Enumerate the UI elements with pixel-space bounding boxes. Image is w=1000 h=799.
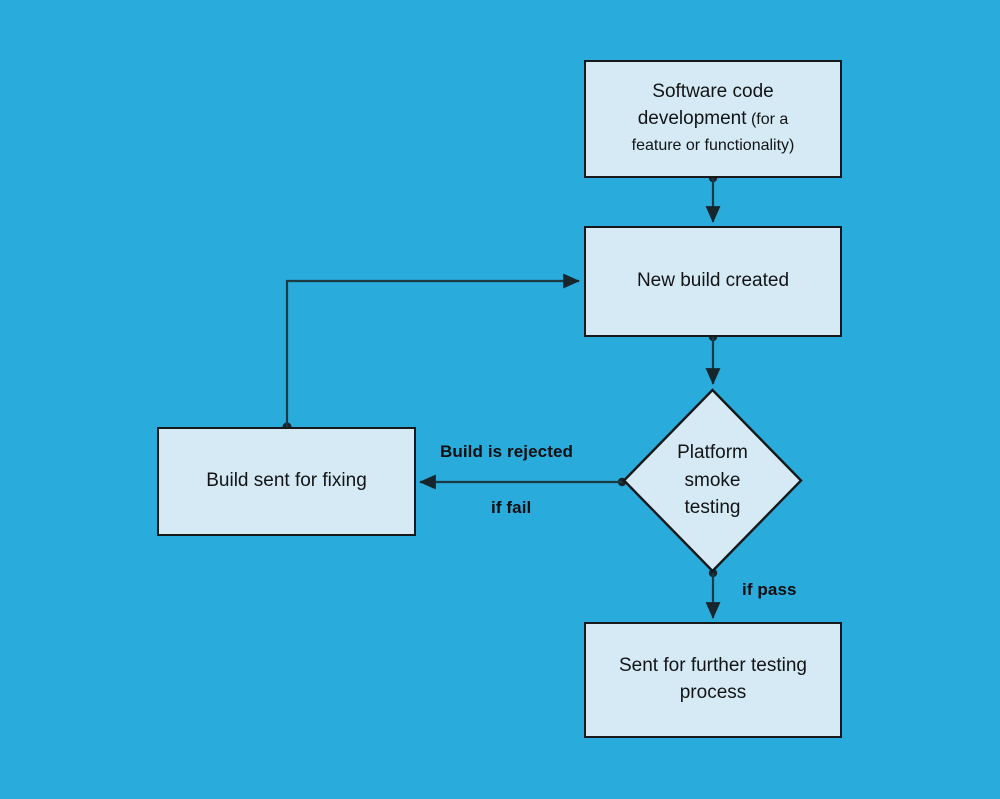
- node-build-sent-for-fixing[interactable]: Build sent for fixing: [157, 427, 416, 536]
- edge-fixing-to-new-build-loop: [282, 273, 580, 432]
- node-build-sent-for-fixing-label: Build sent for fixing: [206, 470, 367, 492]
- edge-build-to-smoke-testing: [705, 332, 721, 385]
- edge-label-build-is-rejected: Build is rejected: [440, 442, 574, 461]
- edge-development-to-build: [705, 173, 721, 223]
- edge-label-if-fail: if fail: [491, 498, 532, 517]
- node-software-code-development-note2: feature or functionality): [631, 137, 795, 155]
- edge-label-if-pass: if pass: [742, 580, 797, 599]
- node-software-code-development-note: (for a: [746, 110, 789, 128]
- node-new-build-created[interactable]: New build created: [584, 226, 842, 337]
- node-new-build-created-label: New build created: [636, 270, 790, 292]
- edge-smoke-testing-to-fixing: [419, 474, 627, 490]
- diamond-shape-icon: [622, 388, 803, 573]
- edge-smoke-testing-to-further-testing: [705, 568, 721, 619]
